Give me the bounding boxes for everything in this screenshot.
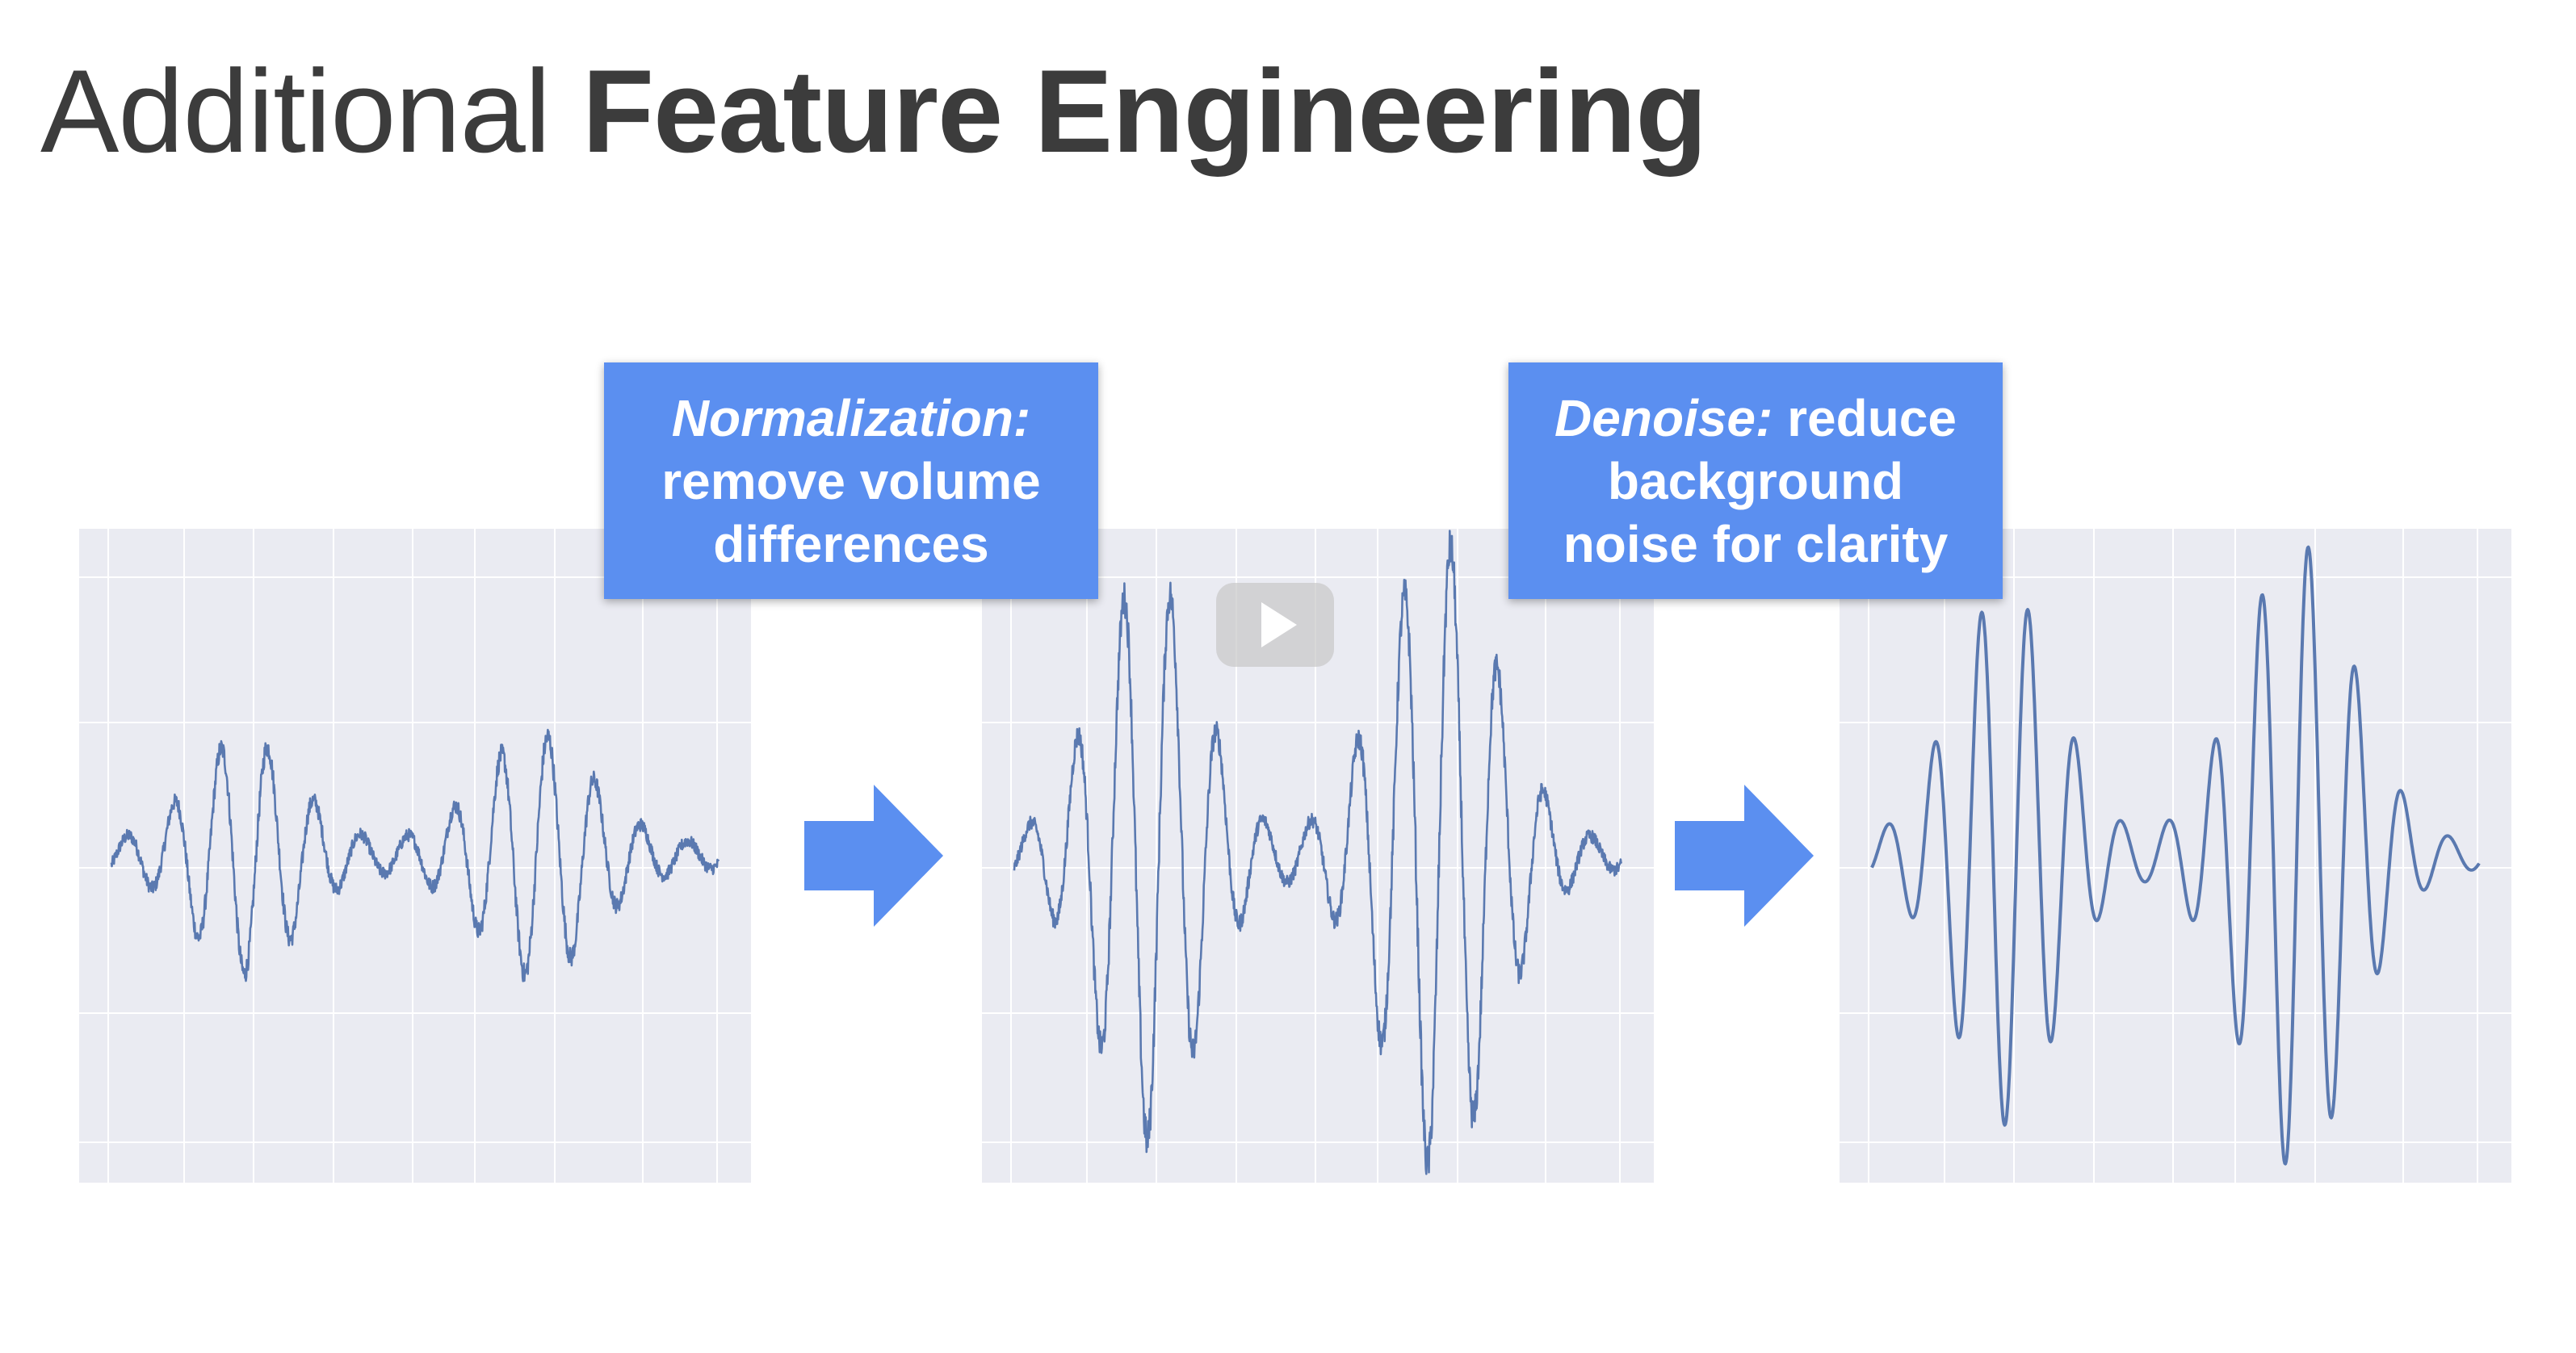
waveform-line: [110, 728, 720, 982]
callout-normalization-line3: differences: [713, 514, 989, 573]
page-title: Additional Feature Engineering: [40, 39, 1708, 184]
callout-denoise-line3: noise for clarity: [1563, 514, 1949, 573]
right-arrow-icon: [804, 785, 943, 927]
callout-denoise-rest: reduce: [1773, 388, 1957, 447]
callout-normalization: Normalization: remove volume differences: [604, 362, 1098, 599]
raw-waveform-chart: [79, 529, 751, 1183]
title-bold: Feature Engineering: [581, 45, 1708, 177]
callout-denoise: Denoise: reduce background noise for cla…: [1508, 362, 2003, 599]
play-icon[interactable]: [1216, 583, 1334, 667]
denoised-waveform-chart: [1840, 529, 2511, 1183]
callout-normalization-emphasis: Normalization:: [671, 388, 1031, 447]
waveform-plot: [1840, 529, 2511, 1183]
callout-denoise-line2: background: [1607, 451, 1904, 510]
waveform-line: [1013, 530, 1623, 1175]
waveform-line: [1870, 545, 2481, 1166]
callout-normalization-line2: remove volume: [661, 451, 1041, 510]
right-arrow-icon: [1675, 785, 1814, 927]
title-regular: Additional: [40, 45, 551, 177]
waveform-plot: [79, 529, 751, 1183]
callout-denoise-emphasis: Denoise:: [1554, 388, 1773, 447]
